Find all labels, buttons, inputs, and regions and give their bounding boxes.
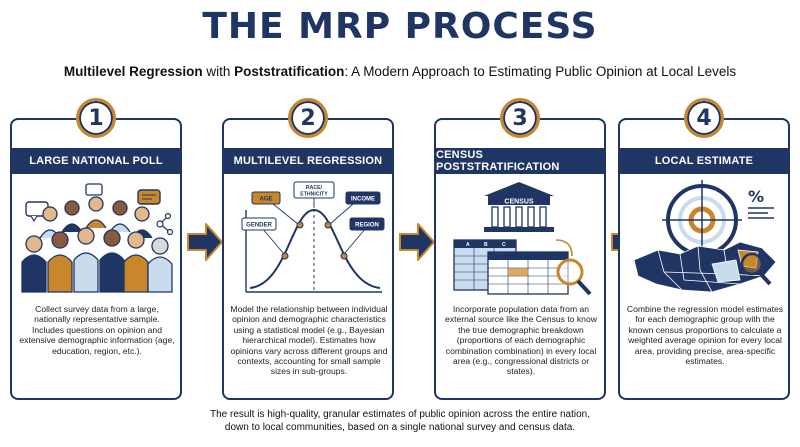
step-card-2: MULTILEVEL REGRESSION RACE/ ETHNICITY AG… — [222, 118, 394, 400]
step-heading-3: CENSUS POSTSTRATIFICATION — [436, 148, 604, 174]
bar-lines-icon — [748, 207, 774, 219]
map-magnifier-icon — [740, 252, 772, 286]
col-a-label: A — [466, 242, 470, 248]
census-building-icon: CENSUS — [484, 182, 554, 232]
subtitle-text-1: with — [202, 64, 235, 79]
crowd-illustration — [21, 183, 174, 293]
speech-bubble-icon — [25, 183, 161, 223]
step-description-1: Collect survey data from a large, nation… — [19, 304, 175, 356]
local-map-illustration: % — [633, 180, 777, 293]
step-card-1: LARGE NATIONAL POLL — [10, 118, 182, 400]
label-income: INCOME — [351, 197, 375, 203]
subtitle-bold-2: Poststratification — [234, 64, 345, 79]
label-age: AGE — [259, 197, 272, 203]
step-description-4: Combine the regression model estimates f… — [626, 304, 784, 367]
label-race: RACE/ — [306, 185, 323, 191]
step-card-3: CENSUS POSTSTRATIFICATION CENSUS A B C — [434, 118, 606, 400]
label-region: REGION — [355, 223, 379, 229]
spreadsheet-icon: A B C — [453, 239, 569, 295]
magnifier-icon — [556, 258, 592, 296]
arrow-right-icon — [187, 223, 223, 261]
col-b-label: B — [484, 242, 488, 248]
step-number-2: 2 — [288, 98, 328, 138]
network-nodes-icon — [156, 212, 174, 236]
label-ethnicity: ETHNICITY — [300, 192, 328, 198]
footer-summary: The result is high-quality, granular est… — [0, 409, 800, 434]
col-c-label: C — [502, 242, 506, 248]
footer-line-1: The result is high-quality, granular est… — [209, 409, 591, 420]
label-gender: GENDER — [246, 223, 272, 229]
step-heading-2: MULTILEVEL REGRESSION — [224, 148, 392, 174]
regression-curve-illustration: RACE/ ETHNICITY AGE INCOME GENDER REGION — [241, 181, 385, 293]
map-regions-icon — [633, 241, 777, 293]
step-heading-1: LARGE NATIONAL POLL — [12, 148, 180, 174]
census-illustration: CENSUS A B C — [453, 182, 592, 296]
subtitle-text-2: : A Modern Approach to Estimating Public… — [344, 64, 737, 79]
step-number-3: 3 — [500, 98, 540, 138]
page-subtitle: Multilevel Regression with Poststratific… — [0, 64, 800, 79]
page-title: THE MRP PROCESS — [202, 6, 598, 47]
percent-icon: % — [748, 187, 764, 206]
footer-line-2: down to local communities, based on a si… — [224, 421, 576, 433]
subtitle-bold-1: Multilevel Regression — [63, 64, 203, 79]
step-card-4: LOCAL ESTIMATE % Combine the regress — [618, 118, 790, 400]
step-heading-4: LOCAL ESTIMATE — [620, 148, 788, 174]
step-description-2: Model the relationship between individua… — [230, 304, 388, 377]
census-label: CENSUS — [504, 199, 534, 206]
people-crowd-icon — [21, 196, 173, 293]
step-description-3: Incorporate population data from an exte… — [445, 304, 597, 377]
arrow-right-icon — [399, 223, 435, 261]
step-number-4: 4 — [684, 98, 724, 138]
step-number-1: 1 — [76, 98, 116, 138]
bell-curve — [249, 208, 381, 289]
